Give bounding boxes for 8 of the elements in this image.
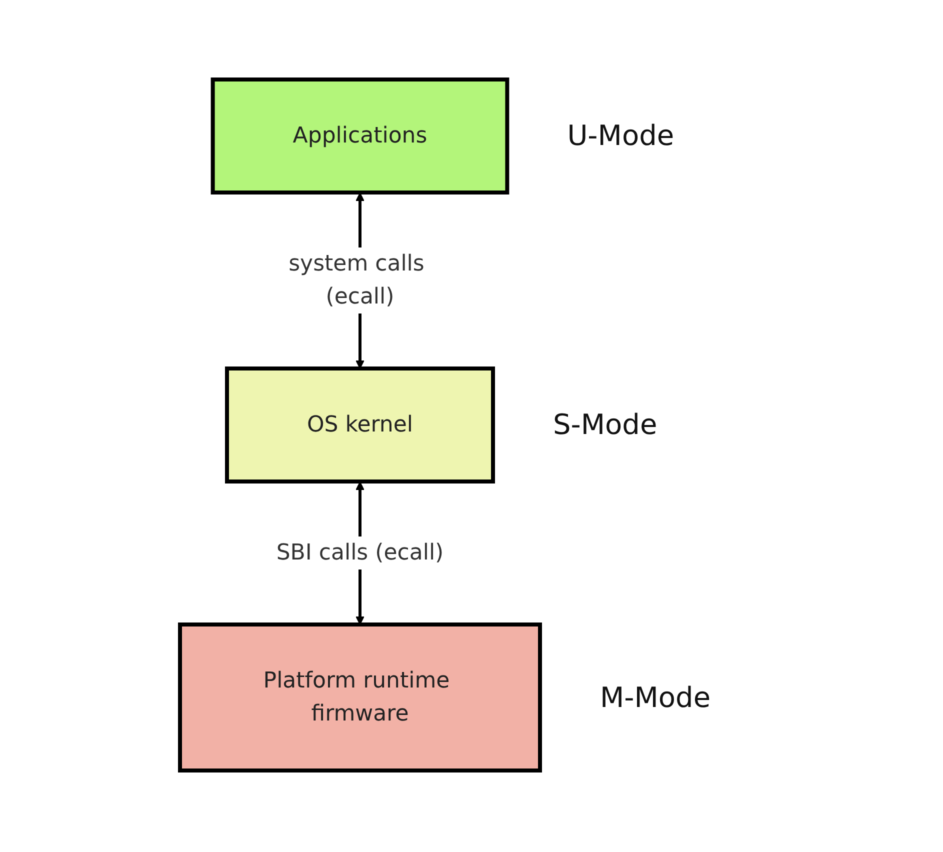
node-box: OS kernel [225,366,495,484]
mode-label: S-Mode [553,408,658,441]
edge-label: SBI calls (ecall) [276,540,444,566]
mode-label: M-Mode [600,680,711,714]
edge-label: system calls (ecall) [288,252,424,310]
node-box: Platform runtime firmware [178,622,542,772]
mode-label: U-Mode [567,119,674,152]
node-box: Applications [210,78,510,194]
